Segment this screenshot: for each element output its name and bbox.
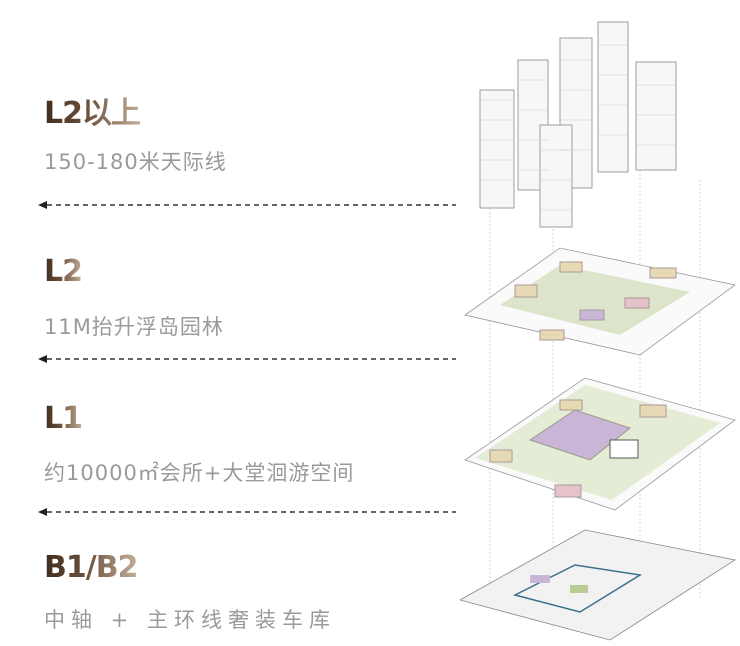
exploded-axonometric-illustration bbox=[460, 21, 737, 641]
b1-b2-garage-plate bbox=[460, 529, 737, 641]
level-title-l2: L2 bbox=[44, 254, 83, 289]
level-subtitle-l1: 约10000㎡会所+大堂洄游空间 bbox=[44, 461, 355, 485]
level-title-l2-above: L2以上 bbox=[44, 88, 141, 132]
level-title-b1-b2: B1/B2 bbox=[44, 550, 138, 585]
dashed-arrow-left bbox=[38, 355, 456, 363]
level-subtitle-l2-above: 150-180米天际线 bbox=[44, 150, 227, 174]
towers bbox=[479, 21, 677, 228]
level-subtitle-l2: 11M抬升浮岛园林 bbox=[44, 315, 224, 339]
dashed-arrow-left bbox=[38, 508, 456, 516]
l2-garden-plate bbox=[464, 247, 736, 356]
level-subtitle-b1-b2: 中轴 + 主环线奢装车库 bbox=[44, 608, 336, 632]
level-title-l1: L1 bbox=[44, 401, 83, 436]
dashed-arrow-left bbox=[38, 201, 456, 209]
tower-floor-lines bbox=[480, 44, 676, 211]
l1-clubhouse-plate bbox=[464, 377, 736, 511]
